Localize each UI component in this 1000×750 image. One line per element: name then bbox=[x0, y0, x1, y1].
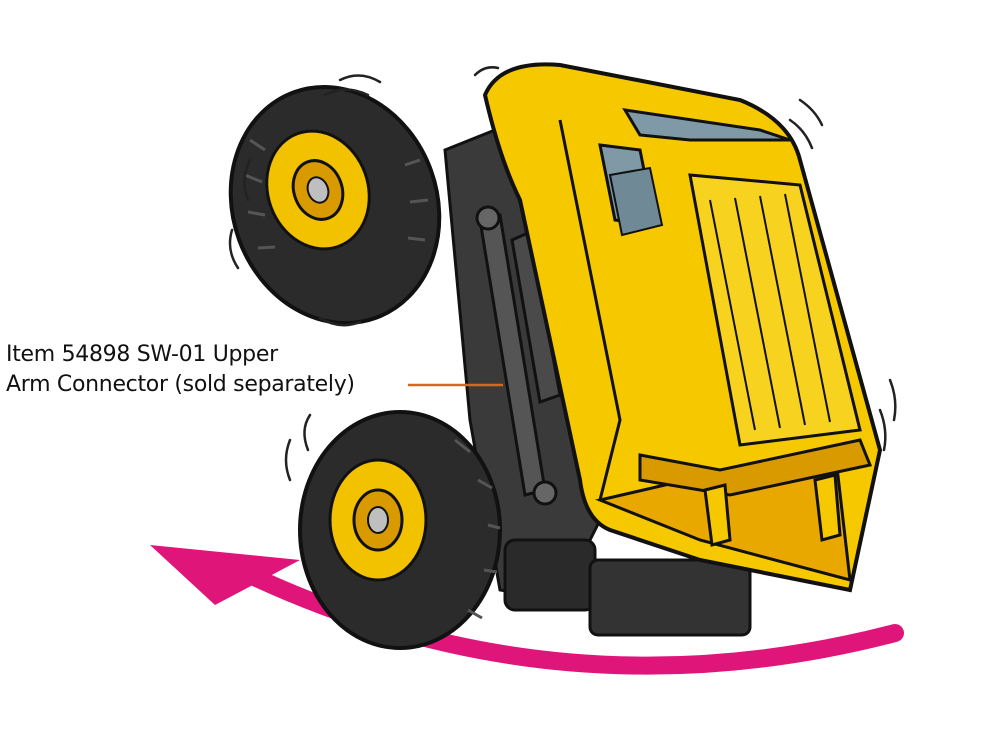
cab-windows bbox=[598, 108, 791, 237]
front-wheel bbox=[298, 410, 502, 650]
part-callout-label: Item 54898 SW-01 Upper Arm Connector (so… bbox=[6, 340, 426, 400]
truck-body bbox=[482, 62, 883, 593]
callout-line-2: Arm Connector (sold separately) bbox=[6, 372, 355, 397]
motion-lines bbox=[228, 66, 897, 482]
rear-wheel bbox=[228, 84, 442, 326]
callout-line-1: Item 54898 SW-01 Upper bbox=[6, 342, 278, 367]
upper-arm-connector bbox=[475, 205, 562, 506]
